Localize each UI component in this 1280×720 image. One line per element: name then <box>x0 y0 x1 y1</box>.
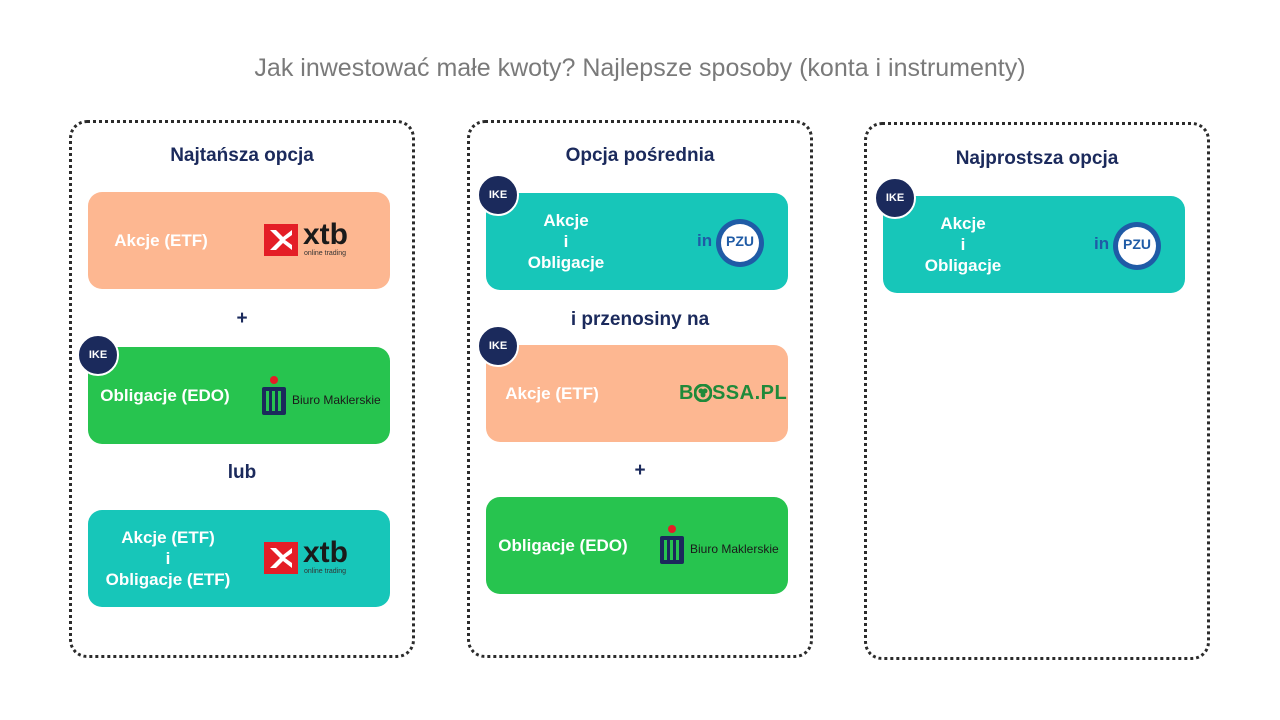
page-title: Jak inwestować małe kwoty? Najlepsze spo… <box>254 54 1026 82</box>
inpzu-logo: in PZU <box>1094 220 1174 272</box>
connector-plus: + <box>634 460 646 481</box>
card-label: Akcje (ETF) <box>114 231 208 250</box>
pko-bank-icon <box>262 376 286 415</box>
inpzu-logo: in PZU <box>697 217 777 269</box>
connector-plus: + <box>236 308 248 329</box>
card-stocks-etf-bossa: Akcje (ETF) B SSA.PL <box>486 345 788 442</box>
ike-badge: IKE <box>477 174 519 216</box>
card-label: Akcje (ETF) <box>505 384 599 403</box>
column-heading: Opcja pośrednia <box>565 145 715 166</box>
column-heading: Najtańsza opcja <box>170 145 314 166</box>
card-bonds-edo-pko: Obligacje (EDO) Biuro Maklerskie <box>486 497 788 594</box>
card-stocks-etf-xtb: Akcje (ETF) xtb online trading <box>88 192 390 289</box>
card-label: Obligacje (EDO) <box>100 386 230 405</box>
clover-icon <box>693 384 712 402</box>
xtb-logo: xtb online trading <box>264 219 360 262</box>
card-bonds-edo-pko: Obligacje (EDO) Biuro Maklerskie <box>88 347 390 444</box>
card-label: Akcje (ETF) i Obligacje (ETF) <box>105 528 231 589</box>
pzu-circle-icon <box>716 219 764 267</box>
pko-bm-logo: Biuro Maklerskie <box>658 524 788 568</box>
connector-or: lub <box>227 462 257 483</box>
connector-transfer: i przenosiny na <box>570 309 710 330</box>
column-simplest-option: Najprostsza opcja Akcje i Obligacje in P… <box>864 122 1210 660</box>
card-label: Obligacje (EDO) <box>498 536 628 555</box>
column-intermediate-option: Opcja pośrednia Akcje i Obligacje in PZU… <box>467 120 813 658</box>
bossa-logo: B SSA.PL <box>679 382 788 404</box>
pko-bank-icon <box>660 525 684 564</box>
xtb-x-icon <box>264 224 298 256</box>
column-cheapest-option: Najtańsza opcja Akcje (ETF) xtb online t… <box>69 120 415 658</box>
ike-badge: IKE <box>77 334 119 376</box>
ike-badge: IKE <box>874 177 916 219</box>
pzu-circle-icon <box>1113 222 1161 270</box>
card-label: Akcje i Obligacje <box>527 211 605 272</box>
pko-bm-logo: Biuro Maklerskie <box>260 375 390 419</box>
card-stocks-bonds-inpzu: Akcje i Obligacje in PZU <box>486 193 788 290</box>
column-heading: Najprostsza opcja <box>955 148 1119 169</box>
xtb-x-icon <box>264 542 298 574</box>
card-label: Akcje i Obligacje <box>924 214 1002 275</box>
ike-badge: IKE <box>477 325 519 367</box>
card-stocks-bonds-etf-xtb: Akcje (ETF) i Obligacje (ETF) xtb online… <box>88 510 390 607</box>
card-stocks-bonds-inpzu: Akcje i Obligacje in PZU <box>883 196 1185 293</box>
xtb-logo: xtb online trading <box>264 537 360 580</box>
